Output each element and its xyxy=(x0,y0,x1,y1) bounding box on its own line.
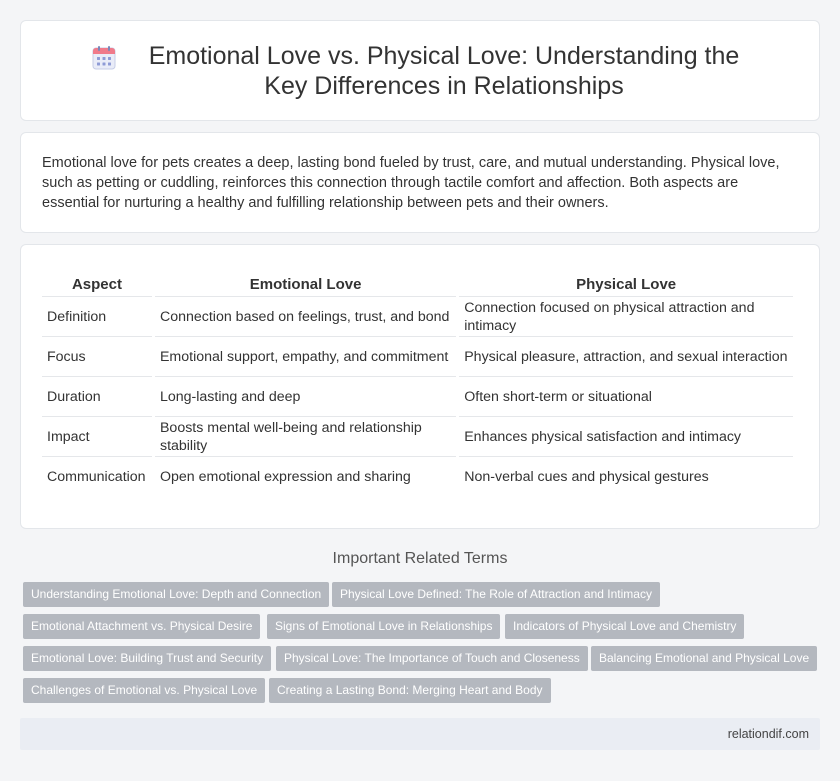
header-card: Emotional Love vs. Physical Love: Unders… xyxy=(20,20,820,121)
cell-emotional: Emotional support, empathy, and commitme… xyxy=(154,337,457,377)
comparison-table-card: Aspect Emotional Love Physical Love Defi… xyxy=(20,244,820,529)
cell-emotional: Open emotional expression and sharing xyxy=(159,469,411,485)
cell-physical: Often short-term or situational xyxy=(459,377,793,417)
cell-physical: Enhances physical satisfaction and intim… xyxy=(459,417,793,457)
related-term-tag[interactable]: Physical Love Defined: The Role of Attra… xyxy=(332,582,660,607)
footer-site-link[interactable]: relationdif.com xyxy=(727,727,809,741)
cell-aspect: Communication xyxy=(47,469,146,485)
page-title: Emotional Love vs. Physical Love: Unders… xyxy=(148,41,740,100)
related-term-tag[interactable]: Understanding Emotional Love: Depth and … xyxy=(23,582,330,607)
related-term-tag[interactable]: Emotional Attachment vs. Physical Desire xyxy=(23,614,261,639)
table-header-row: Aspect Emotional Love Physical Love xyxy=(42,261,793,297)
cell-physical: Physical pleasure, attraction, and sexua… xyxy=(459,337,793,377)
related-term-tag[interactable]: Signs of Emotional Love in Relationships xyxy=(267,614,501,639)
cell-emotional: Connection based on feelings, trust, and… xyxy=(154,297,457,337)
table-row: Focus Emotional support, empathy, and co… xyxy=(42,337,793,377)
header-physical-love: Physical Love xyxy=(459,261,793,297)
cell-aspect: Impact xyxy=(42,417,152,457)
related-term-tag[interactable]: Creating a Lasting Bond: Merging Heart a… xyxy=(269,678,551,703)
comparison-table: Aspect Emotional Love Physical Love Defi… xyxy=(39,261,796,497)
cell-aspect: Duration xyxy=(42,377,152,417)
cell-aspect: Definition xyxy=(42,297,152,337)
calendar-icon xyxy=(91,45,117,71)
related-term-tag[interactable]: Balancing Emotional and Physical Love xyxy=(591,646,818,671)
cell-emotional: Boosts mental well-being and relationshi… xyxy=(154,417,457,457)
intro-text: Emotional love for pets creates a deep, … xyxy=(42,155,780,211)
table-row: Communication Open emotional expression … xyxy=(42,457,793,497)
intro-card: Emotional love for pets creates a deep, … xyxy=(20,132,820,233)
related-term-tag[interactable]: Indicators of Physical Love and Chemistr… xyxy=(505,614,745,639)
header-inner: Emotional Love vs. Physical Love: Unders… xyxy=(91,41,749,101)
header-aspect: Aspect xyxy=(42,261,152,297)
related-term-tag[interactable]: Challenges of Emotional vs. Physical Lov… xyxy=(23,678,266,703)
cell-aspect: Focus xyxy=(42,337,152,377)
table-row: Impact Boosts mental well-being and rela… xyxy=(42,417,793,457)
table-row: Definition Connection based on feelings,… xyxy=(42,297,793,337)
header-emotional-love: Emotional Love xyxy=(154,261,457,297)
cell-emotional: Long-lasting and deep xyxy=(154,377,457,417)
related-term-tag[interactable]: Emotional Love: Building Trust and Secur… xyxy=(23,646,272,671)
related-terms-title: Important Related Terms xyxy=(332,550,508,567)
related-term-tag[interactable]: Physical Love: The Importance of Touch a… xyxy=(276,646,588,671)
cell-physical: Non-verbal cues and physical gestures xyxy=(464,469,709,485)
cell-physical: Connection focused on physical attractio… xyxy=(459,297,793,337)
footer: relationdif.com xyxy=(20,718,820,750)
table-row: Duration Long-lasting and deep Often sho… xyxy=(42,377,793,417)
